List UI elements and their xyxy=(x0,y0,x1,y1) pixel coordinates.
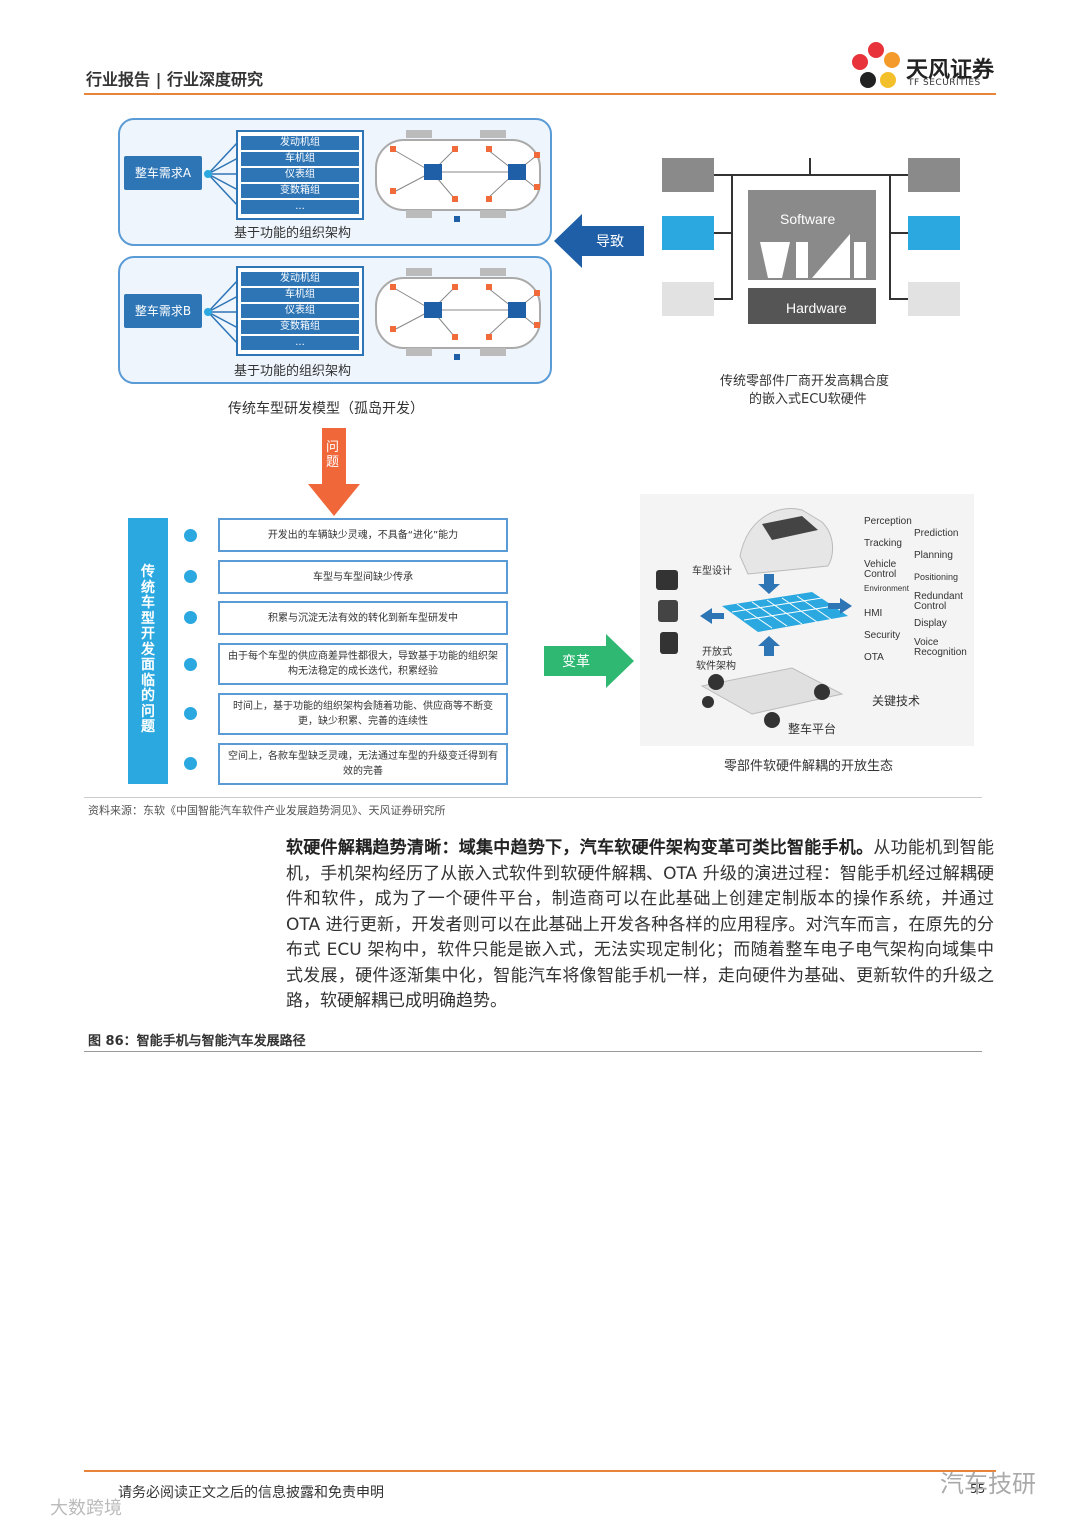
body-text: 从功能机到智能机，手机架构经历了从嵌入式软件到软硬件解耦、OTA 升级的演进过程… xyxy=(286,838,995,1011)
tech-item: Voice Recognition xyxy=(914,637,967,658)
issue-item: 积累与沉淀无法有效的转化到新车型研发中 xyxy=(218,601,508,635)
open-arch-label-2: 软件架构 xyxy=(696,661,736,672)
tech-list-right: Prediction Planning Positioning Redundan… xyxy=(914,528,967,664)
ecu-caption-2: 的嵌入式ECU软硬件 xyxy=(749,392,867,407)
figure-divider xyxy=(84,1051,982,1052)
func-item: 仪表组 xyxy=(241,304,359,318)
func-item: 车机组 xyxy=(241,152,359,166)
func-list-b: 发动机组 车机组 仪表组 变数箱组 ... xyxy=(236,266,364,356)
need-a-box: 整车需求A xyxy=(124,156,202,190)
func-item: 仪表组 xyxy=(241,168,359,182)
logo-subtitle: TF SECURITIES xyxy=(908,78,981,88)
body-paragraph: 软硬件解耦趋势清晰：域集中趋势下，汽车软硬件架构变革可类比智能手机。从功能机到智… xyxy=(286,836,994,1015)
platform-label: 整车平台 xyxy=(788,722,837,736)
change-label: 变革 xyxy=(562,654,590,670)
source-divider xyxy=(84,797,982,798)
problem-arrow-icon xyxy=(308,428,360,516)
figure-title: 图 86：智能手机与智能汽车发展路径 xyxy=(88,1034,306,1049)
func-caption-a: 基于功能的组织架构 xyxy=(234,226,352,241)
func-caption-b: 基于功能的组织架构 xyxy=(234,364,352,379)
hardware-label: Hardware xyxy=(786,300,847,316)
tech-item: Planning xyxy=(914,550,953,561)
issue-item: 开发出的车辆缺少灵魂，不具备“进化”能力 xyxy=(218,518,508,552)
fan-lines-b xyxy=(204,279,239,345)
source-note: 资料来源：东软《中国智能汽车软件产业发展趋势洞见》、天风证券研究所 xyxy=(88,804,446,817)
lead-arrow-icon xyxy=(554,214,644,268)
issue-item: 车型与车型间缺少传承 xyxy=(218,560,508,594)
tech-item: OTA xyxy=(864,652,884,663)
footer-disclaimer: 请务必阅读正文之后的信息披露和免责申明 xyxy=(118,1485,384,1501)
issues-side-title: 传统车型开发面临的问题 xyxy=(141,564,155,735)
change-arrow-icon xyxy=(544,634,634,688)
footer-divider xyxy=(84,1470,996,1472)
tech-item: Security xyxy=(864,630,901,641)
body-lead: 软硬件解耦趋势清晰：域集中趋势下，汽车软硬件架构变革可类比智能手机。 xyxy=(286,838,874,858)
problem-label: 问题 xyxy=(326,440,340,470)
tech-item: Prediction xyxy=(914,528,959,539)
issues-side-banner xyxy=(128,518,168,784)
tech-item: Environment xyxy=(864,584,909,593)
key-tech-label: 关键技术 xyxy=(872,694,921,708)
ecu-architecture-icon xyxy=(662,158,960,324)
tech-item: Vehicle Control xyxy=(864,559,897,580)
issue-item: 由于每个车型的供应商差异性都很大，导致基于功能的组织架构无法稳定的成长迭代，积累… xyxy=(218,643,508,685)
issue-bullet xyxy=(184,707,197,720)
header-divider xyxy=(84,93,996,95)
tech-item: Tracking xyxy=(864,538,902,549)
tf-logo-icon xyxy=(852,42,900,88)
fan-lines-a xyxy=(204,141,239,207)
car-design-label: 车型设计 xyxy=(692,566,732,577)
func-item: 发动机组 xyxy=(241,136,359,150)
func-item: ... xyxy=(241,200,359,214)
eco-caption: 零部件软硬件解耦的开放生态 xyxy=(724,759,894,774)
tech-list-left: Perception Tracking Vehicle Control Envi… xyxy=(864,516,912,674)
traditional-model-caption: 传统车型研发模型（孤岛开发） xyxy=(228,401,424,417)
open-arch-label-1: 开放式 xyxy=(702,647,732,658)
func-list-a: 发动机组 车机组 仪表组 变数箱组 ... xyxy=(236,130,364,220)
issue-bullet xyxy=(184,757,197,770)
issue-bullet xyxy=(184,611,197,624)
issue-item: 时间上，基于功能的组织架构会随着功能、供应商等不断变更，缺少积累、完善的连续性 xyxy=(218,693,508,735)
page-number: 55 xyxy=(970,1482,986,1496)
tech-item: HMI xyxy=(864,608,883,619)
car-platform-icon xyxy=(656,508,852,728)
tech-item: Positioning xyxy=(914,572,959,582)
watermark-right: 汽车技研 xyxy=(940,1470,1036,1498)
ecu-caption-1: 传统零部件厂商开发高耦合度 xyxy=(720,374,890,389)
issue-item: 空间上，各款车型缺乏灵魂，无法通过车型的升级变迁得到有效的完善 xyxy=(218,743,508,785)
watermark-left: 大数跨境 xyxy=(50,1498,122,1519)
lead-label: 导致 xyxy=(596,234,624,250)
car-network-b-icon xyxy=(375,268,541,360)
software-label: Software xyxy=(780,211,836,227)
func-item: ... xyxy=(241,336,359,350)
car-network-a-icon xyxy=(375,130,541,222)
tech-item: Display xyxy=(914,618,947,629)
issue-bullet xyxy=(184,658,197,671)
tech-item: Perception xyxy=(864,516,912,527)
logo-name: 天风证券 xyxy=(906,58,995,83)
report-header-title: 行业报告 | 行业深度研究 xyxy=(86,70,263,89)
issue-bullet xyxy=(184,529,197,542)
func-item: 变数箱组 xyxy=(241,184,359,198)
need-b-box: 整车需求B xyxy=(124,294,202,328)
func-item: 发动机组 xyxy=(241,272,359,286)
func-item: 变数箱组 xyxy=(241,320,359,334)
issue-bullet xyxy=(184,570,197,583)
func-item: 车机组 xyxy=(241,288,359,302)
tech-item: Redundant Control xyxy=(914,591,963,612)
